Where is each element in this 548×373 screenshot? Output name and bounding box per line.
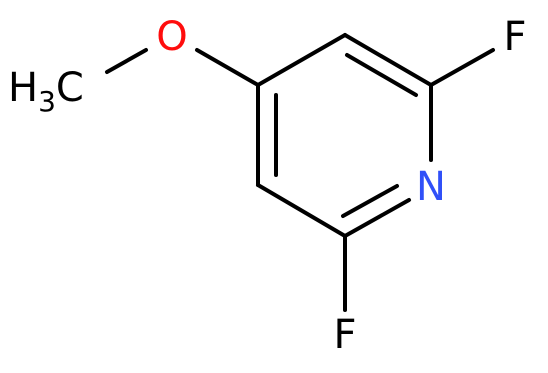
- methyl-carbon: C: [56, 65, 84, 111]
- methyl-hydrogen: H: [8, 65, 38, 111]
- atom-labels: H3C O N F F: [8, 14, 527, 358]
- oxygen-label: O: [156, 14, 187, 60]
- methyl-label: H3C: [8, 65, 84, 118]
- fluorine-bottom-label: F: [333, 312, 356, 358]
- bond-c2-fluorine-top: [429, 48, 495, 87]
- bond-oxygen-c4: [195, 48, 260, 87]
- bond-c6-c5: [256, 183, 347, 238]
- bond-c4-c3: [256, 33, 347, 87]
- bond-nitrogen-c6-inner: [341, 184, 399, 218]
- bond-c3-c2-inner: [345, 53, 418, 97]
- fluorine-top-label: F: [503, 14, 526, 60]
- bond-c3-c2: [343, 33, 433, 87]
- methyl-subscript: 3: [38, 85, 56, 118]
- bond-methyl-oxygen: [105, 48, 148, 74]
- bonds: [105, 33, 495, 312]
- nitrogen-label: N: [416, 164, 446, 210]
- bond-nitrogen-c6: [343, 198, 411, 238]
